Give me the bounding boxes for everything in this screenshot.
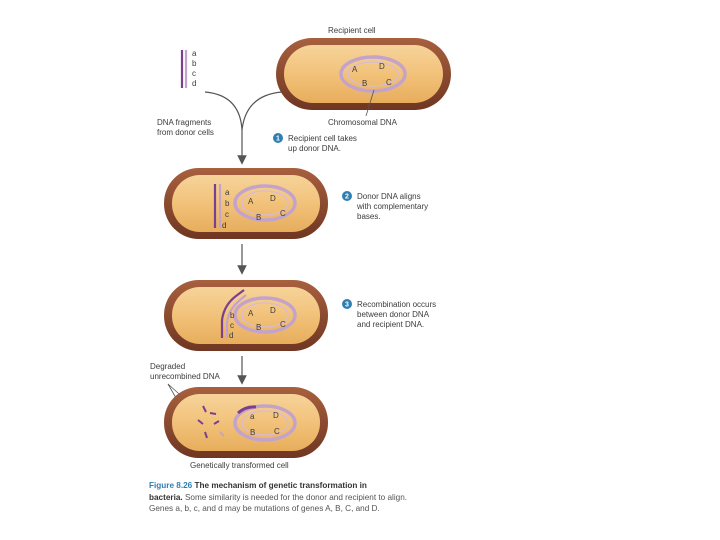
gene-c-3: c [230,321,234,330]
gene-c-2: c [225,210,229,219]
cell-recombination [164,280,328,351]
donor-dna-fragments [182,50,186,88]
degraded-label-line1: Degraded [150,362,185,371]
gene-C-3: C [280,320,286,329]
gene-d-2: d [222,221,226,230]
caption-title-part2: bacteria. [149,493,183,502]
gene-a-free: a [192,49,197,58]
gene-d-3: d [229,331,233,340]
step-2-text-line1: Donor DNA aligns [357,192,421,201]
step-3-text-line2: between donor DNA [357,310,430,319]
gene-d-free: d [192,79,196,88]
gene-D-4: D [273,411,279,420]
gene-D-3: D [270,306,276,315]
gene-a-4: a [250,412,255,421]
gene-D-2: D [270,194,276,203]
gene-B-2: B [256,213,261,222]
gene-D-1: D [379,62,385,71]
gene-a-2: a [225,188,230,197]
gene-c-free: c [192,69,196,78]
dna-fragments-label-line2: from donor cells [157,128,214,137]
step-1-text-line2: up donor DNA. [288,144,341,153]
step-3-number: 3 [345,302,349,309]
step-3-text-line3: and recipient DNA. [357,320,424,329]
uptake-arrow [205,92,282,160]
gene-B-4: B [250,428,255,437]
caption-text-part2: Genes a, b, c, and d may be mutations of… [149,503,479,515]
caption-line1: Figure 8.26 The mechanism of genetic tra… [149,480,479,492]
gene-A-3: A [248,309,254,318]
caption-text-part1: Some similarity is needed for the donor … [185,493,407,502]
step-2-number: 2 [345,194,349,201]
step-2-text-line2: with complementary [356,202,428,211]
caption-title-part1: The mechanism of genetic transformation … [195,481,367,490]
step-2-text-line3: bases. [357,212,381,221]
transformed-cell [164,387,328,458]
gene-b-2: b [225,199,230,208]
gene-C-2: C [280,209,286,218]
step-3-text-line1: Recombination occurs [357,300,436,309]
caption-line2: bacteria. Some similarity is needed for … [149,492,479,504]
degraded-label-line2: unrecombined DNA [150,372,220,381]
gene-B-3: B [256,323,261,332]
step-1-text-line1: Recipient cell takes [288,134,357,143]
gene-C-1: C [386,78,392,87]
gene-B-1: B [362,79,367,88]
gene-A-1: A [352,65,358,74]
caption-figure-number: Figure 8.26 [149,481,192,490]
dna-fragments-label-line1: DNA fragments [157,118,211,127]
gene-C-4: C [274,427,280,436]
cell-alignment [164,168,328,239]
gene-A-2: A [248,197,254,206]
step-1-number: 1 [276,136,280,143]
transformed-cell-label: Genetically transformed cell [190,461,289,470]
recipient-cell-label: Recipient cell [328,26,376,35]
gene-b-3: b [230,311,235,320]
gene-b-free: b [192,59,197,68]
recipient-cell [276,38,451,110]
chromosomal-dna-label: Chromosomal DNA [328,118,398,127]
figure-caption: Figure 8.26 The mechanism of genetic tra… [149,480,479,515]
